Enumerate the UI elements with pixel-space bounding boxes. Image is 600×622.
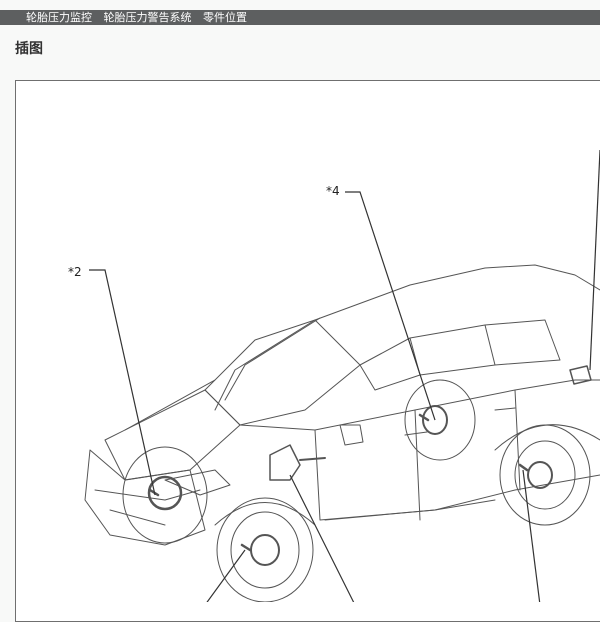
breadcrumb-item-tire-pressure-monitor[interactable]: 轮胎压力监控 xyxy=(26,11,92,24)
vehicle-illustration xyxy=(84,149,600,602)
callout-4: *4 xyxy=(326,184,340,198)
breadcrumb: 轮胎压力监控 轮胎压力警告系统 零件位置 xyxy=(26,10,255,25)
section-title: 插图 xyxy=(15,41,43,57)
callout-2: *2 xyxy=(68,265,82,279)
breadcrumb-item-part-location[interactable]: 零件位置 xyxy=(203,11,247,24)
breadcrumb-bar: 轮胎压力监控 轮胎压力警告系统 零件位置 xyxy=(0,10,600,25)
breadcrumb-item-warning-system[interactable]: 轮胎压力警告系统 xyxy=(103,11,192,24)
illustration-frame xyxy=(15,80,600,622)
